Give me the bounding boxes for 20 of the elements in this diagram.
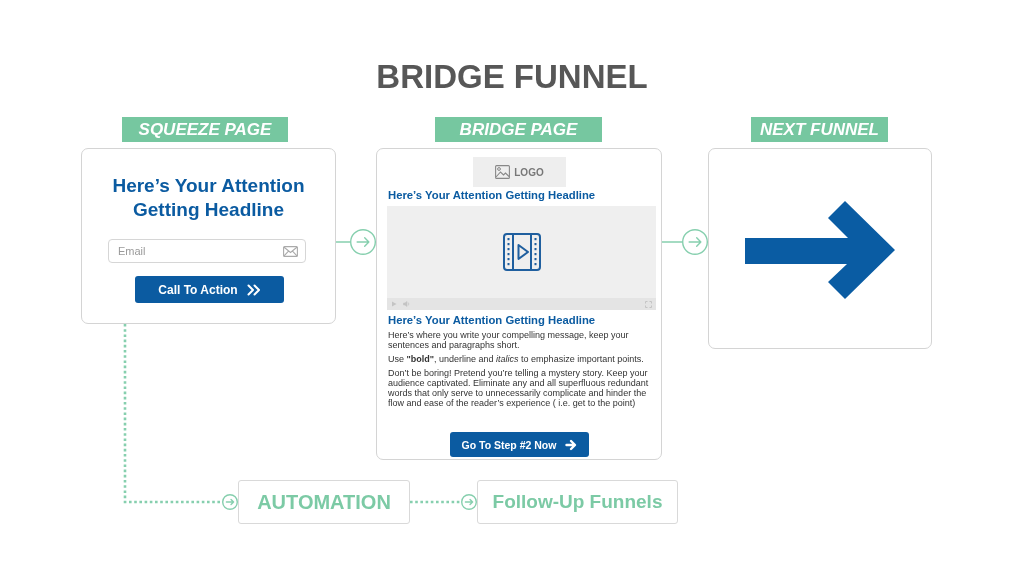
step-box: Follow-Up Funnels bbox=[477, 480, 678, 524]
cta-button: Go To Step #2 Now bbox=[450, 432, 589, 457]
arrow bbox=[335, 229, 377, 255]
section-label: NEXT FUNNEL bbox=[751, 117, 888, 142]
headline: Here’s Your Attention Getting Headline bbox=[111, 174, 306, 222]
dotted-arrow bbox=[410, 494, 477, 510]
body-text: Here’s where you write your compelling message, keep your sentences and paragraphs short. bbox=[388, 330, 630, 350]
arrow bbox=[661, 229, 709, 255]
step-box: AUTOMATION bbox=[238, 480, 410, 524]
diagram-title: BRIDGE FUNNEL bbox=[376, 57, 648, 97]
section-label: BRIDGE PAGE bbox=[435, 117, 602, 142]
headline: Here’s Your Attention Getting Headline bbox=[388, 189, 596, 202]
dotted-arrow bbox=[123, 324, 238, 510]
body-text: Use "bold", underline and italics to emphasize important points. bbox=[388, 354, 644, 364]
headline: Here’s Your Attention Getting Headline bbox=[388, 314, 596, 327]
body-text: Don’t be boring! Pretend you’re telling a mystery story. Keep your audience captivated. Eliminate any and all superfluous redundant words that only serve to unnecessarily complicate and hinder the flow and ease of the reader’s experience ( i.e. get to the point) bbox=[388, 368, 650, 408]
cta-button: Call To Action bbox=[135, 276, 284, 303]
input-field: Email bbox=[108, 239, 306, 263]
section-label: SQUEEZE PAGE bbox=[122, 117, 288, 142]
image-placeholder-field: LOGO bbox=[473, 157, 566, 187]
